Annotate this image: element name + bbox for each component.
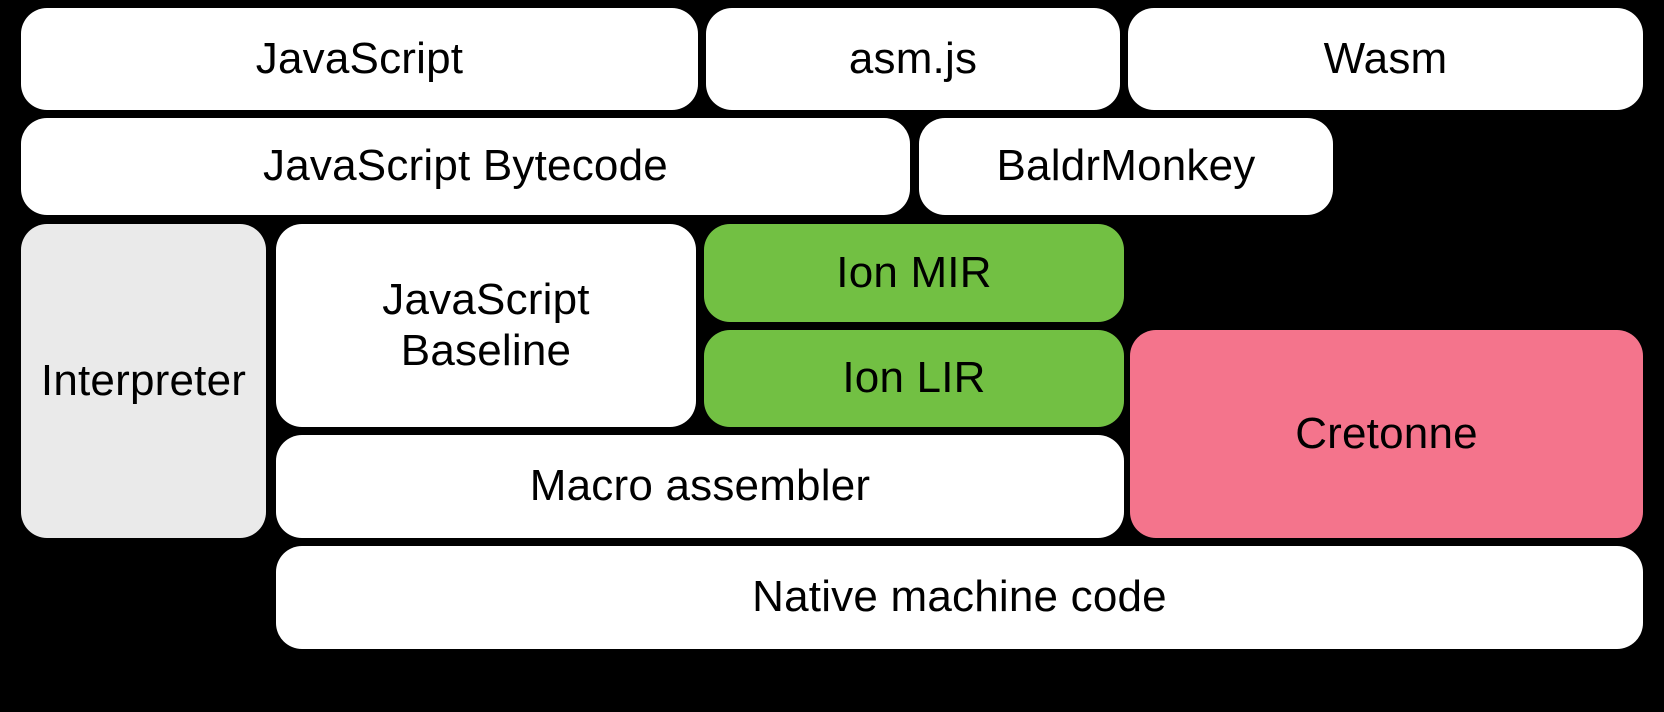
box-label-ion-mir: Ion MIR [836, 247, 992, 297]
box-javascript-baseline: JavaScript Baseline [276, 224, 696, 427]
box-label-javascript-baseline: JavaScript Baseline [382, 274, 590, 375]
box-javascript-bytecode: JavaScript Bytecode [21, 118, 910, 215]
box-ion-mir: Ion MIR [704, 224, 1124, 322]
box-ion-lir: Ion LIR [704, 330, 1124, 427]
box-label-javascript: JavaScript [255, 33, 464, 83]
box-cretonne: Cretonne [1130, 330, 1643, 538]
box-native-machine-code: Native machine code [276, 546, 1643, 649]
box-label-baldrmonkey: BaldrMonkey [996, 141, 1256, 191]
box-label-cretonne: Cretonne [1295, 408, 1478, 458]
box-baldrmonkey: BaldrMonkey [919, 118, 1333, 215]
box-label-javascript-bytecode: JavaScript Bytecode [263, 141, 668, 191]
box-label-macro-assembler: Macro assembler [529, 461, 871, 511]
box-interpreter: Interpreter [21, 224, 266, 538]
box-label-native-machine-code: Native machine code [752, 572, 1167, 622]
box-javascript: JavaScript [21, 8, 698, 110]
box-label-asm-js: asm.js [848, 33, 978, 83]
box-wasm: Wasm [1128, 8, 1643, 110]
box-macro-assembler: Macro assembler [276, 435, 1124, 538]
box-label-ion-lir: Ion LIR [842, 353, 986, 403]
box-label-wasm: Wasm [1323, 33, 1448, 83]
box-asm-js: asm.js [706, 8, 1120, 110]
box-label-interpreter: Interpreter [40, 355, 247, 405]
